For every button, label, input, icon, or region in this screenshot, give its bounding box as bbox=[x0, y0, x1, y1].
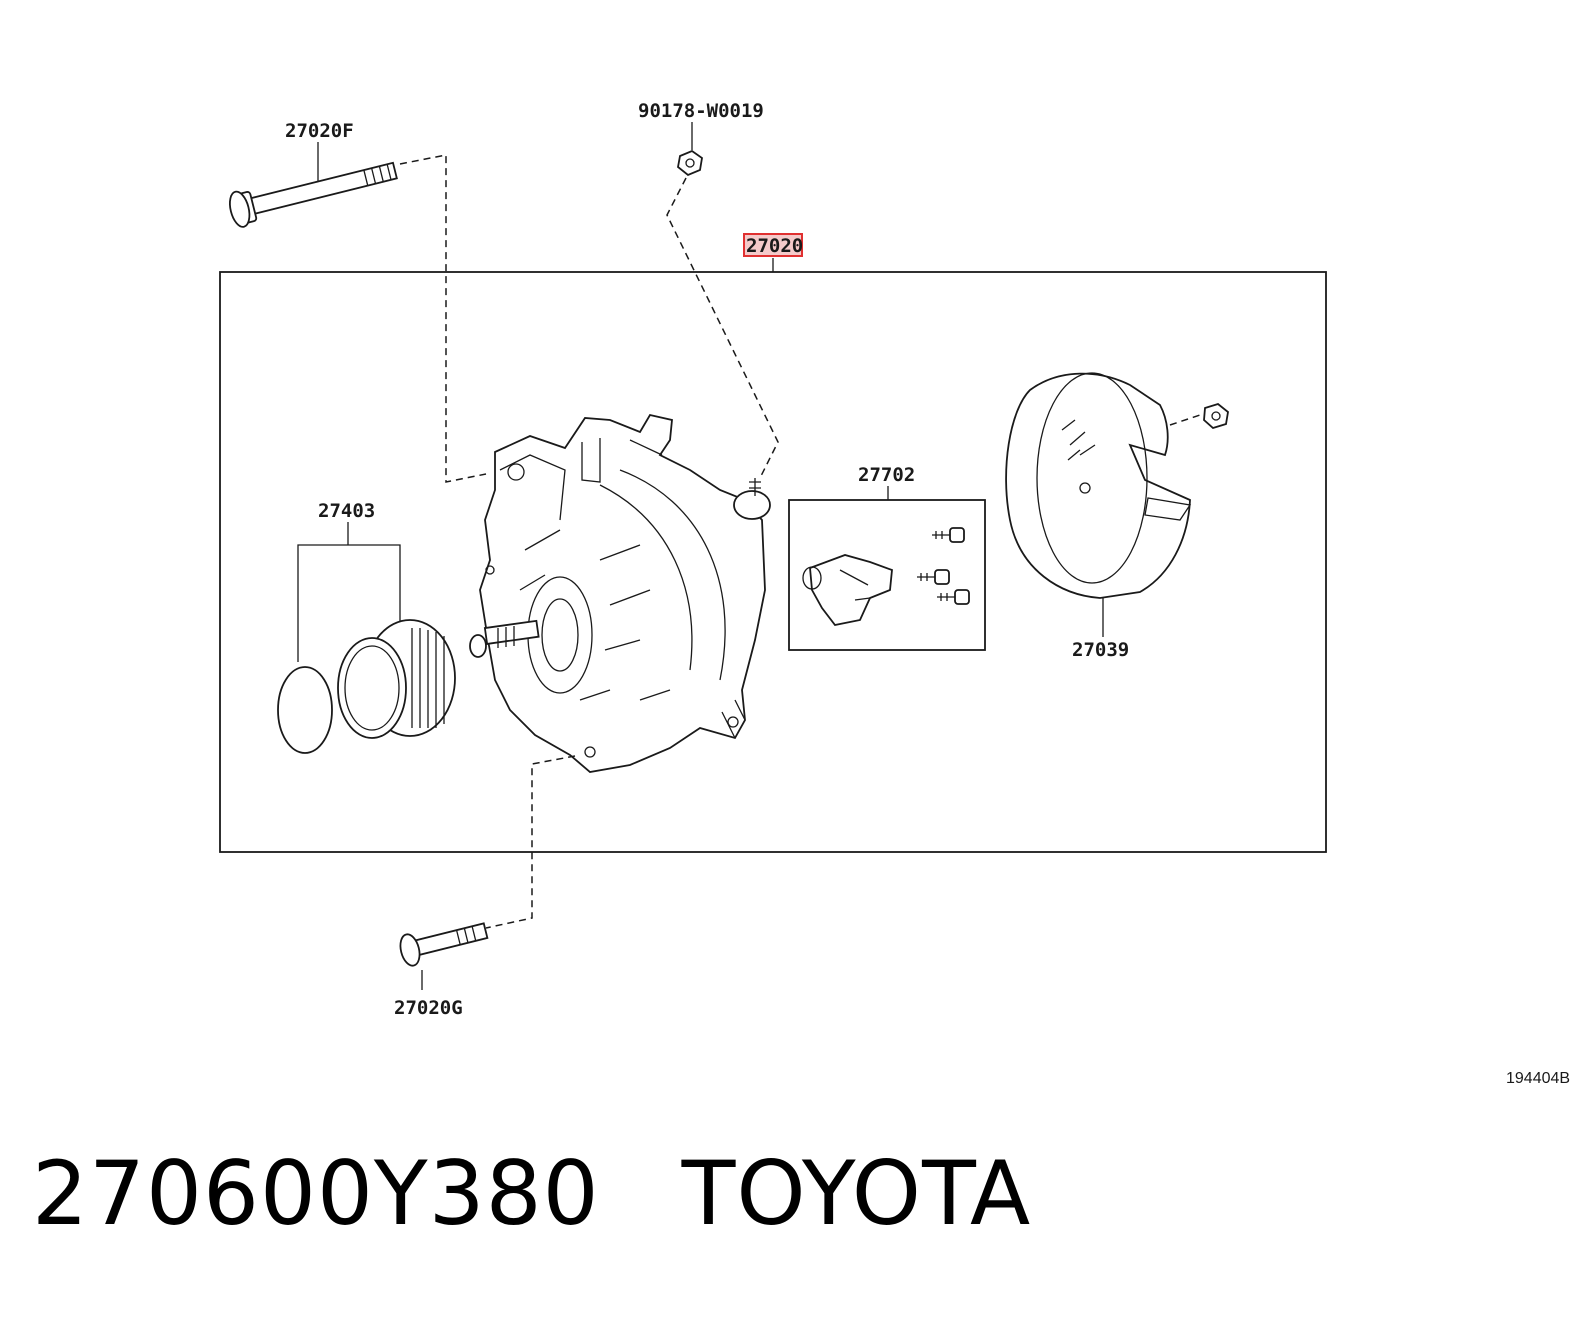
screw-2 bbox=[917, 569, 950, 585]
label-pulley-kit: 27403 bbox=[318, 500, 375, 522]
label-nut-top: 90178-W0019 bbox=[638, 100, 764, 122]
highlight-box bbox=[743, 233, 803, 257]
brand-name: TOYOTA bbox=[681, 1142, 1032, 1245]
figure-id: 194404B bbox=[1506, 1070, 1571, 1087]
label-regulator-kit: 27702 bbox=[858, 464, 915, 486]
label-bolt-bottom: 27020G bbox=[394, 997, 463, 1019]
label-bolt-top: 27020F bbox=[285, 120, 354, 142]
pulley-kit-27403[interactable]: 27403 bbox=[277, 500, 456, 754]
screw-1 bbox=[932, 527, 965, 543]
bolt-27020f[interactable]: 27020F bbox=[227, 120, 487, 483]
label-alternator-assy[interactable]: 27020 bbox=[746, 235, 803, 257]
nut-90178[interactable]: 90178-W0019 bbox=[638, 100, 779, 479]
bolt-27020g[interactable]: 27020G bbox=[394, 755, 576, 1019]
part-number: 270600Y380 bbox=[32, 1142, 600, 1245]
label-rear-cover: 27039 bbox=[1072, 639, 1129, 661]
regulator-kit-27702[interactable]: 27702 bbox=[788, 464, 986, 651]
alternator-body[interactable] bbox=[469, 413, 771, 773]
screw-3 bbox=[937, 589, 970, 605]
rear-cover-27039[interactable]: 27039 bbox=[1005, 372, 1229, 661]
